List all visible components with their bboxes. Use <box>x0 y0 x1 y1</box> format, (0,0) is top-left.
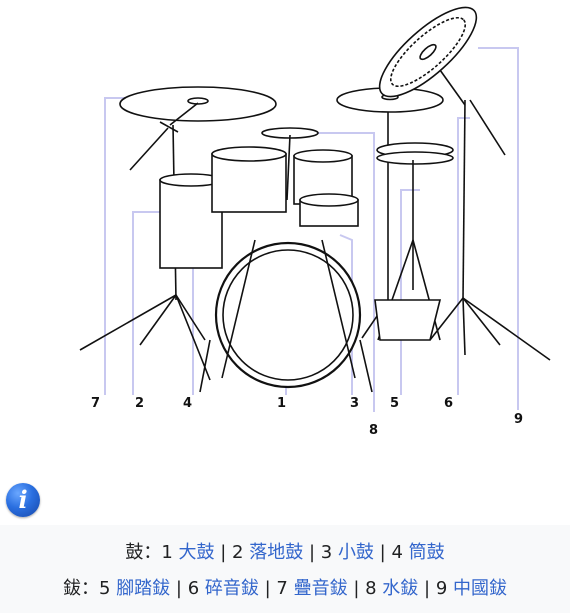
caption-separator: | <box>418 578 436 599</box>
caption-separator: | <box>170 578 188 599</box>
caption-drums-prefix: 鼓： <box>125 542 162 563</box>
callout-3: 3 <box>350 396 360 411</box>
link-crash-cymbal[interactable]: 碎音鈸 <box>204 578 259 599</box>
callout-9: 9 <box>514 412 524 427</box>
link-hi-hat-cymbal[interactable]: 水鈸 <box>382 578 419 599</box>
link-floor-tom[interactable]: 落地鼓 <box>249 542 304 563</box>
caption-num: 2 <box>232 542 244 563</box>
caption-separator: | <box>347 578 366 599</box>
info-icon[interactable]: i <box>6 483 40 517</box>
china-cymbal <box>378 6 478 98</box>
link-ride-cymbal[interactable]: 疊音鈸 <box>293 578 348 599</box>
bass-drum <box>214 241 362 389</box>
caption-num: 4 <box>391 542 403 563</box>
caption-num: 8 <box>365 578 377 599</box>
caption-drums-line: 鼓：1 大鼓 | 2 落地鼓 | 3 小鼓 | 4 筒鼓 <box>0 535 570 571</box>
caption-separator: | <box>258 578 277 599</box>
callout-8: 8 <box>369 423 379 438</box>
link-bass-drum[interactable]: 大鼓 <box>178 542 215 563</box>
info-icon-glyph: i <box>18 485 28 514</box>
callout-4: 4 <box>183 396 193 411</box>
caption-cymbals-line: 鈸：5 腳踏鈸 | 6 碎音鈸 | 7 疊音鈸 | 8 水鈸 | 9 中國鈸 <box>0 571 570 607</box>
caption-cymbals-prefix: 鈸： <box>63 578 99 599</box>
caption-num: 7 <box>276 578 288 599</box>
drum-kit-figure: 7 2 4 1 3 5 6 8 9 <box>79 6 551 438</box>
link-snare-drum[interactable]: 小鼓 <box>337 542 374 563</box>
callout-7: 7 <box>91 396 101 411</box>
caption-num: 5 <box>99 578 111 599</box>
callout-5: 5 <box>390 396 400 411</box>
caption-separator: | <box>373 542 392 563</box>
caption-num: 6 <box>187 578 200 599</box>
callout-2: 2 <box>135 396 145 411</box>
caption-separator: | <box>303 542 321 563</box>
callout-6: 6 <box>444 396 454 411</box>
link-china-cymbal[interactable]: 中國鈸 <box>453 578 507 599</box>
link-tom-tom[interactable]: 筒鼓 <box>408 542 445 563</box>
callout-1: 1 <box>277 396 287 411</box>
caption-separator: | <box>214 542 233 563</box>
link-hi-hat[interactable]: 腳踏鈸 <box>116 578 171 599</box>
figure-caption: 鼓：1 大鼓 | 2 落地鼓 | 3 小鼓 | 4 筒鼓 鈸：5 腳踏鈸 | 6… <box>0 525 570 613</box>
caption-num: 1 <box>161 542 173 563</box>
drum-kit-drawing <box>79 6 551 393</box>
drum-kit-illustration <box>79 6 551 412</box>
rack-tom-left <box>211 153 287 213</box>
caption-num: 9 <box>435 578 448 599</box>
caption-num: 3 <box>320 542 333 563</box>
